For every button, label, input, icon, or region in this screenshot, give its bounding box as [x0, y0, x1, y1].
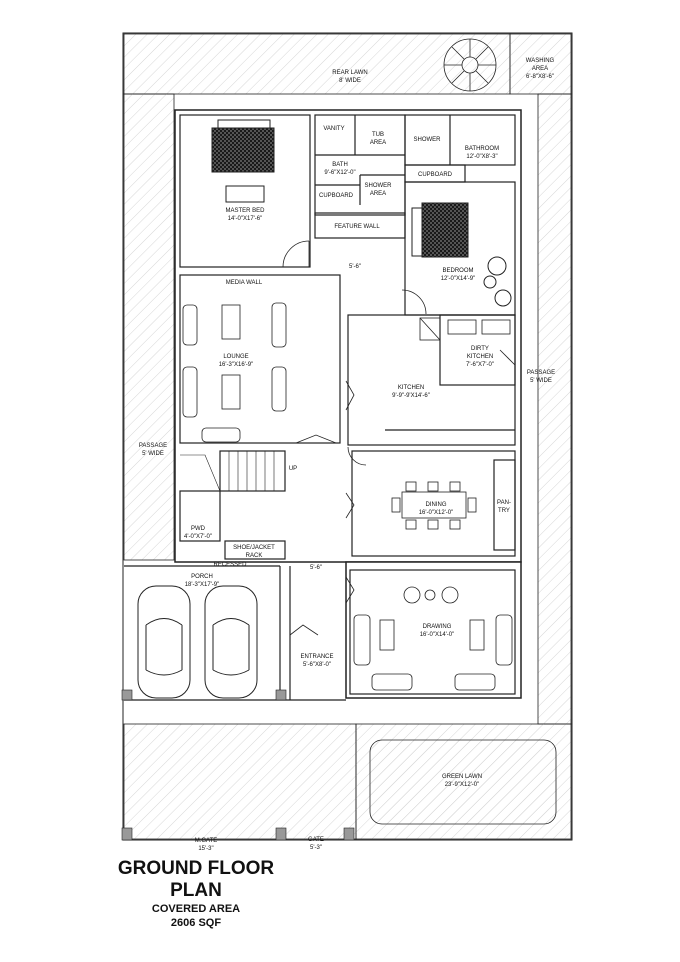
- front-yard-area: [123, 723, 357, 840]
- drawing-dim: 16'-0"X14'-0": [420, 632, 455, 638]
- green-lawn-dim: 23'-9"X12'-0": [445, 782, 480, 788]
- bathroom-dim: 12'-0"X8'-3": [466, 154, 497, 160]
- dining-table-icon: [391, 481, 477, 530]
- shoe-rack-label-2: RACK: [246, 553, 263, 559]
- washing-area: [509, 33, 572, 95]
- drawing-furniture-icon: [353, 586, 513, 691]
- media-wall-label: MEDIA WALL: [226, 280, 263, 286]
- passage-right-dim: 5' WIDE: [530, 378, 552, 384]
- stair-up-label: UP: [289, 466, 297, 472]
- kitchen-label: KITCHEN: [398, 385, 424, 391]
- bedroom-dim: 12'-0"X14'-9": [441, 276, 476, 282]
- cupboard-label-1: CUPBOARD: [319, 193, 354, 199]
- green-lawn-area: [369, 739, 557, 825]
- covered-area-value: 2606 SQF: [170, 917, 222, 929]
- spiral-stair-icon: [443, 38, 497, 92]
- hall-dim: 5'-6": [310, 565, 322, 571]
- gate-label: GATE: [308, 837, 324, 843]
- pwd-dim: 4'-0"X7'-0": [184, 534, 212, 540]
- dining-dim: 16'-0"X12'-0": [419, 510, 454, 516]
- master-bed-icon: [211, 119, 275, 203]
- tub-area-label: TUB: [372, 132, 384, 138]
- porch-label: PORCH: [191, 574, 213, 580]
- rear-lawn-label: REAR LAWN: [332, 70, 367, 76]
- main-gate-dim: 15'-3": [198, 846, 213, 852]
- porch-dim: 18'-3"X17'-9": [185, 582, 220, 588]
- pantry-label: PAN-: [497, 500, 511, 506]
- plan-title-line2: PLAN: [170, 880, 222, 901]
- car-icon-right: [204, 585, 258, 699]
- master-bed-label: MASTER BED: [225, 208, 265, 214]
- plan-title-block: GROUND FLOOR PLAN COVERED AREA 2606 SQF: [96, 858, 296, 930]
- lounge-label: LOUNGE: [223, 354, 248, 360]
- bedroom-bed-icon: [411, 202, 512, 307]
- covered-area-label: COVERED AREA: [151, 903, 241, 915]
- gate-posts: [121, 689, 355, 841]
- shower-label: SHOWER: [414, 137, 442, 143]
- tub-area-label-2: AREA: [370, 140, 386, 146]
- washing-area-label: WASHING: [526, 58, 555, 64]
- shower-area-label: SHOWER: [365, 183, 393, 189]
- shoe-rack-label: SHOE/JACKET: [233, 545, 275, 551]
- lounge-furniture-icon: [182, 302, 287, 443]
- kitchen-fixtures-icon: [419, 317, 511, 341]
- passage-right-label: PASSAGE: [527, 370, 555, 376]
- stair-treads: [180, 451, 275, 492]
- master-bed-dim: 14'-0"X17'-6": [228, 216, 263, 222]
- shower-area-label-2: AREA: [370, 191, 386, 197]
- dining-label: DINING: [426, 502, 447, 508]
- main-gate-label: M.GATE: [195, 838, 218, 844]
- plan-title-line1: GROUND FLOOR: [117, 858, 275, 879]
- pantry-label-2: TRY: [498, 508, 510, 514]
- rear-lawn-area: [123, 33, 511, 95]
- kitchen-dim: 9'-9"-9'X14'-6": [392, 393, 430, 399]
- corridor-dim: 5'-6": [349, 264, 361, 270]
- dirty-kitchen-dim: 7'-6"X7'-0": [466, 362, 494, 368]
- vanity-label: VANITY: [323, 126, 344, 132]
- dirty-kitchen-label: DIRTY: [471, 346, 489, 352]
- entrance-dim: 5'-6"X8'-0": [303, 662, 331, 668]
- drawing-label: DRAWING: [423, 624, 452, 630]
- washing-area-label-2: AREA: [532, 66, 548, 72]
- bedroom-label: BEDROOM: [442, 268, 473, 274]
- doors: [282, 240, 516, 636]
- entrance-label: ENTRANCE: [300, 654, 333, 660]
- gate-dim: 5'-3": [310, 845, 322, 851]
- hatched-lawns: [123, 33, 572, 840]
- passage-left-dim: 5' WIDE: [142, 451, 164, 457]
- bath-label: BATH: [332, 162, 348, 168]
- car-icon-left: [137, 585, 191, 699]
- recessed-label: RECESSED: [213, 562, 247, 568]
- right-passage-area: [537, 93, 572, 725]
- cupboard-label-2: CUPBOARD: [418, 172, 453, 178]
- washing-area-dim: 6'-8"X8'-6": [526, 74, 554, 80]
- green-lawn-label: GREEN LAWN: [442, 774, 482, 780]
- dirty-kitchen-label-2: KITCHEN: [467, 354, 493, 360]
- interior-walls: [124, 114, 516, 701]
- lounge-dim: 16'-3"X16'-9": [219, 362, 254, 368]
- rear-lawn-dim: 8' WIDE: [339, 78, 361, 84]
- pwd-label: PWD: [191, 526, 206, 532]
- passage-left-label: PASSAGE: [139, 443, 167, 449]
- left-passage-area: [123, 93, 175, 561]
- bath-dim: 9'-6"X12'-0": [324, 170, 355, 176]
- feature-wall-label: FEATURE WALL: [334, 224, 380, 230]
- bathroom-label: BATHROOM: [465, 146, 499, 152]
